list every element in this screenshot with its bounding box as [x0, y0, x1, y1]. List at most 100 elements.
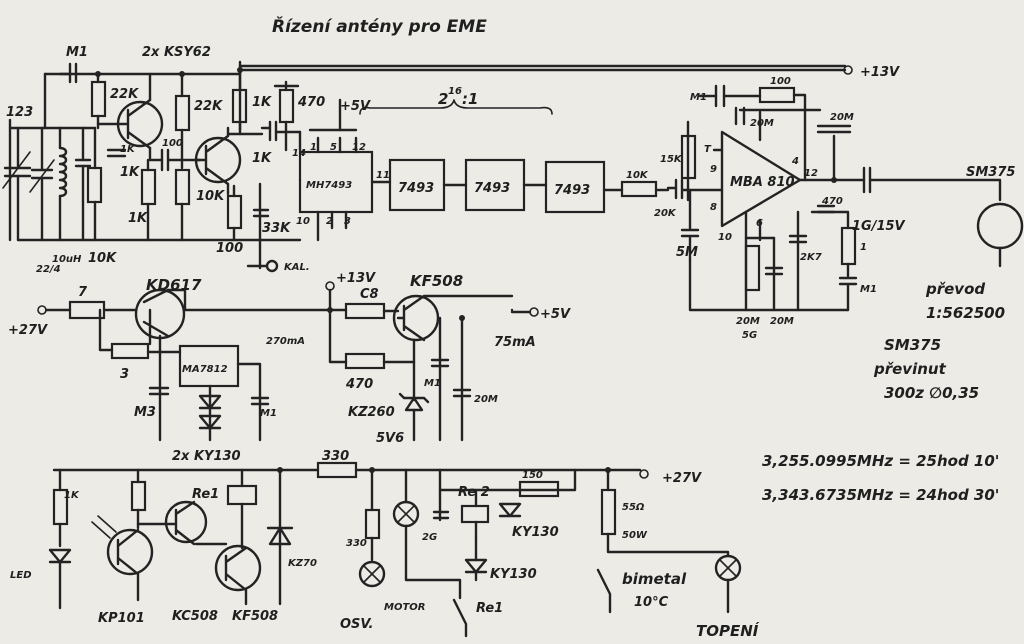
label-75ma: 75mA: [494, 335, 536, 350]
label-pin11: 11: [376, 170, 390, 181]
oscillator-section: [2, 60, 853, 273]
label-pin4: 4: [791, 156, 799, 167]
diode-reg-1: [198, 394, 222, 410]
transistor-kf508: [392, 294, 440, 342]
relay-re2: [460, 504, 490, 524]
label-kz260: KZ260: [348, 405, 395, 420]
label-20k: 20K: [654, 208, 677, 219]
inductor-10uh: [58, 146, 68, 198]
label-10uh: 10uH: [52, 254, 82, 265]
terminal-13v-mid: [325, 281, 335, 291]
resistor-3: [110, 342, 150, 360]
capacitor-100: [148, 148, 202, 172]
diagram-title: Řízení antény pro EME: [272, 15, 487, 37]
resistor-15k: [680, 134, 697, 180]
label-pin-t: T: [704, 144, 712, 155]
label-1k-f: 1K: [64, 490, 80, 501]
label-470-a: 470: [297, 95, 325, 110]
label-c100-amp: 100: [770, 76, 791, 87]
label-10k-a: 10K: [196, 189, 225, 204]
counter-section: [298, 98, 670, 242]
label-divider-exp: 16: [448, 86, 462, 97]
label-osv: OSV.: [340, 617, 373, 632]
label-2k7: 2K7: [800, 252, 822, 263]
resistor-330-b: [364, 508, 381, 540]
label-ky130-c: KY130: [490, 567, 537, 582]
label-m1-reg: M1: [260, 408, 277, 419]
switch-bimetal: [596, 568, 612, 614]
terminal-27v-bottom: [639, 469, 649, 479]
label-pin2: 2: [326, 216, 333, 227]
label-pin8: 8: [710, 202, 717, 213]
resistor-150: [518, 480, 560, 498]
label-plus13v-mid: +13V: [336, 271, 376, 286]
diode-ky130-c: [464, 558, 488, 574]
resistor-330-a: [316, 461, 358, 479]
label-1k-a: 1K: [252, 95, 272, 110]
label-prevod: převod: [925, 280, 985, 298]
label-15k: 15K: [660, 154, 683, 165]
label-pin12: 12: [352, 142, 366, 153]
label-pin6: 6: [756, 218, 763, 229]
label-55-ohm: 55Ω: [622, 502, 645, 513]
label-re1-a: Re1: [192, 487, 219, 502]
label-divider-rest: :1: [462, 90, 478, 108]
chip-7493-3: [544, 160, 606, 214]
resistor-100-amp: [758, 86, 796, 104]
label-1g-15v: 1G/15V: [852, 219, 906, 234]
label-20m-e: 20M: [474, 394, 498, 405]
label-pin14: 14: [292, 148, 306, 159]
label-1k-d: 1K: [128, 211, 148, 226]
control-section: [48, 461, 742, 638]
label-pin1: 1: [310, 142, 317, 153]
junction-dots: [95, 67, 837, 473]
label-re1-b: Re1: [476, 601, 503, 616]
label-ma7812: MA7812: [182, 364, 228, 375]
diode-reg-2: [198, 414, 222, 430]
label-7493-3: 7493: [554, 183, 590, 198]
label-20m-d: 20M: [770, 316, 794, 327]
label-kf508: KF508: [410, 272, 463, 290]
label-m1-amp: M1: [690, 92, 707, 103]
label-1k-e: 1K: [252, 151, 272, 166]
label-sm375-b: SM375: [884, 336, 941, 354]
led: [48, 548, 72, 564]
label-m1-amp-b: M1: [860, 284, 877, 295]
regulator-section: [37, 281, 539, 442]
label-7493-1: 7493: [398, 181, 434, 196]
label-kd617: KD617: [146, 276, 202, 294]
resistor-c8: [344, 302, 386, 320]
lamp-osv: [358, 560, 386, 588]
label-freq2: 3,343.6735MHz = 24hod 30': [762, 486, 999, 504]
label-pin10: 10: [296, 216, 310, 227]
label-pin5: 5: [330, 142, 337, 153]
label-divider-base: 2: [438, 90, 448, 108]
capacitor-2g: [432, 510, 450, 520]
resistor-kp101: [130, 480, 147, 512]
label-33k: 33K: [262, 221, 291, 236]
label-5m: 5M: [676, 245, 698, 260]
label-5g: 5G: [742, 330, 757, 341]
resistor-470: [278, 88, 295, 124]
label-pin3: 3: [344, 216, 351, 227]
component-labels: M1 2x KSY62 22K 22K 1K 470 +5V 123 1K 10…: [6, 45, 1015, 640]
capacitor-m3: [148, 386, 170, 396]
resistor-20m-c: [744, 244, 761, 292]
resistor-1k-c: [140, 168, 157, 206]
label-plus27v-bottom: +27V: [662, 471, 702, 486]
label-330-a: 330: [322, 449, 349, 464]
label-mh7493: MH7493: [306, 180, 352, 191]
resistor-470-b: [344, 352, 386, 370]
label-r7: 7: [78, 285, 88, 300]
label-pin10-amp: 10: [718, 232, 732, 243]
switch-re1: [452, 598, 468, 638]
label-50w: 50W: [622, 530, 648, 541]
label-ky130-top: 2x KY130: [172, 449, 241, 464]
label-5v6: 5V6: [376, 431, 404, 446]
label-7493-2: 7493: [474, 181, 510, 196]
label-topeni: TOPENÍ: [696, 621, 760, 640]
label-330-b: 330: [346, 538, 367, 549]
label-20m-b: 20M: [830, 112, 854, 123]
label-150: 150: [522, 470, 543, 481]
